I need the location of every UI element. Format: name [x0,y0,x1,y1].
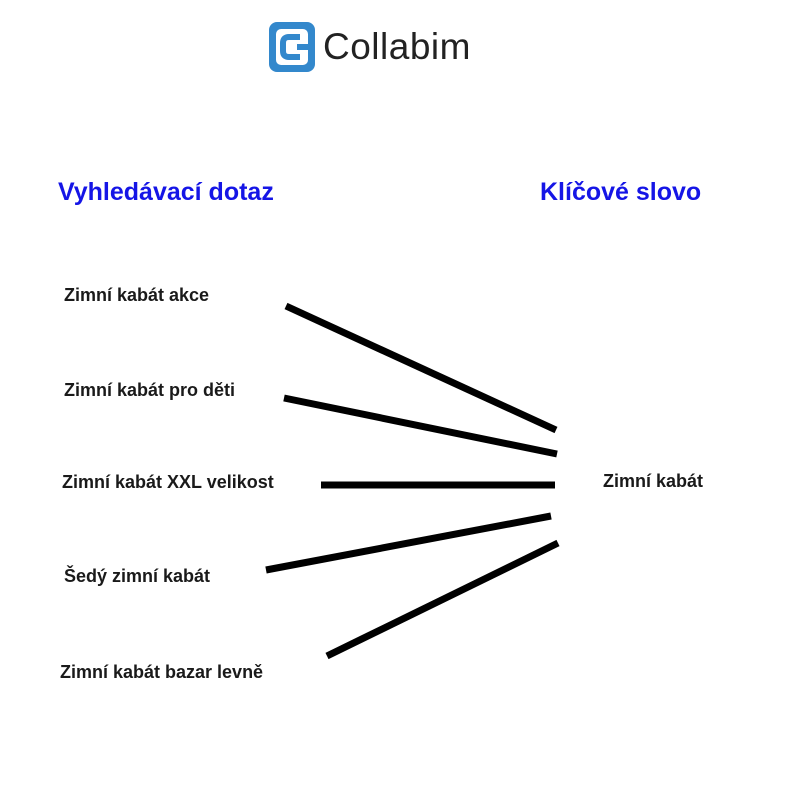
query-item: Zimní kabát bazar levně [60,662,264,682]
query-item: Zimní kabát XXL velikost [62,472,274,492]
connector-line-4 [265,512,552,574]
connector-line-5 [325,539,560,660]
query-item: Zimní kabát akce [64,285,210,305]
collabim-logo: Collabim [269,22,471,72]
connector-line-2 [283,394,558,458]
keyword-label: Zimní kabát [603,471,704,491]
collabim-logo-icon [269,22,315,72]
search-query-heading: Vyhledávací dotaz [58,178,274,206]
query-item: Šedý zimní kabát [64,566,211,586]
logo-text: Collabim [323,26,471,67]
connector-line-1 [284,302,558,434]
query-item: Zimní kabát pro děti [64,380,236,400]
keyword-heading: Klíčové slovo [540,178,702,206]
